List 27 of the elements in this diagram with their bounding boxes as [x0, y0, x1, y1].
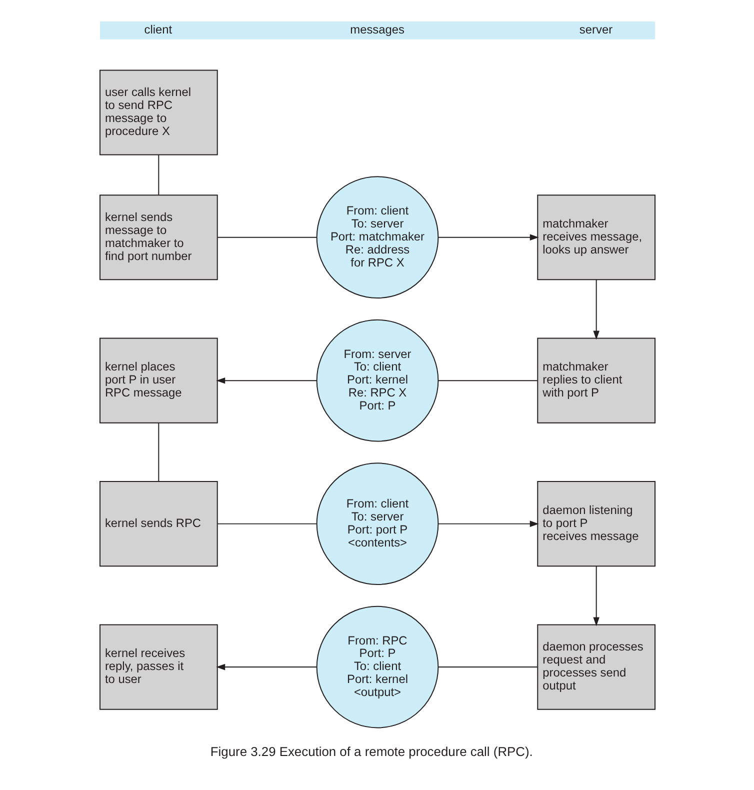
node-box: matchmaker replies to client with port P [536, 338, 656, 424]
node-circle: From: client To: server Port: matchmaker Re: address for RPC X [316, 176, 438, 299]
arrow [437, 520, 538, 527]
arrow [216, 377, 317, 384]
connector [216, 523, 317, 524]
arrow [592, 279, 599, 340]
connector [437, 380, 538, 382]
arrow [592, 566, 599, 626]
connector [158, 422, 159, 482]
connector [216, 236, 317, 238]
node-box: kernel sends message to matchmaker to find port number [98, 194, 218, 280]
connector [437, 666, 538, 668]
node-box: user calls kernel to send RPC message to procedure X [98, 70, 218, 156]
caption: Figure 3.29 Execution of a remote procedure call (RPC). [210, 744, 532, 759]
node-circle: From: server To: client Port: kernel Re: RPC X Port: P [316, 319, 438, 442]
node-circle: From: RPC Port: P To: client Port: kernel <output> [316, 606, 438, 728]
node-box: kernel sends RPC [98, 481, 218, 567]
node-box: daemon listening to port P receives message [536, 481, 656, 567]
node-box: daemon processes request and processes send output [536, 624, 656, 710]
node-box: client messages server [99, 22, 655, 40]
node-box: kernel receives reply, passes it to user [98, 624, 218, 710]
arrow [216, 664, 317, 670]
connector [158, 154, 159, 196]
arrow [437, 234, 538, 240]
node-box: kernel places port P in user RPC message [98, 338, 218, 424]
node-circle: From: client To: server Port: port P <contents> [316, 462, 438, 585]
node-box: matchmaker receives message, looks up answer [536, 194, 656, 280]
